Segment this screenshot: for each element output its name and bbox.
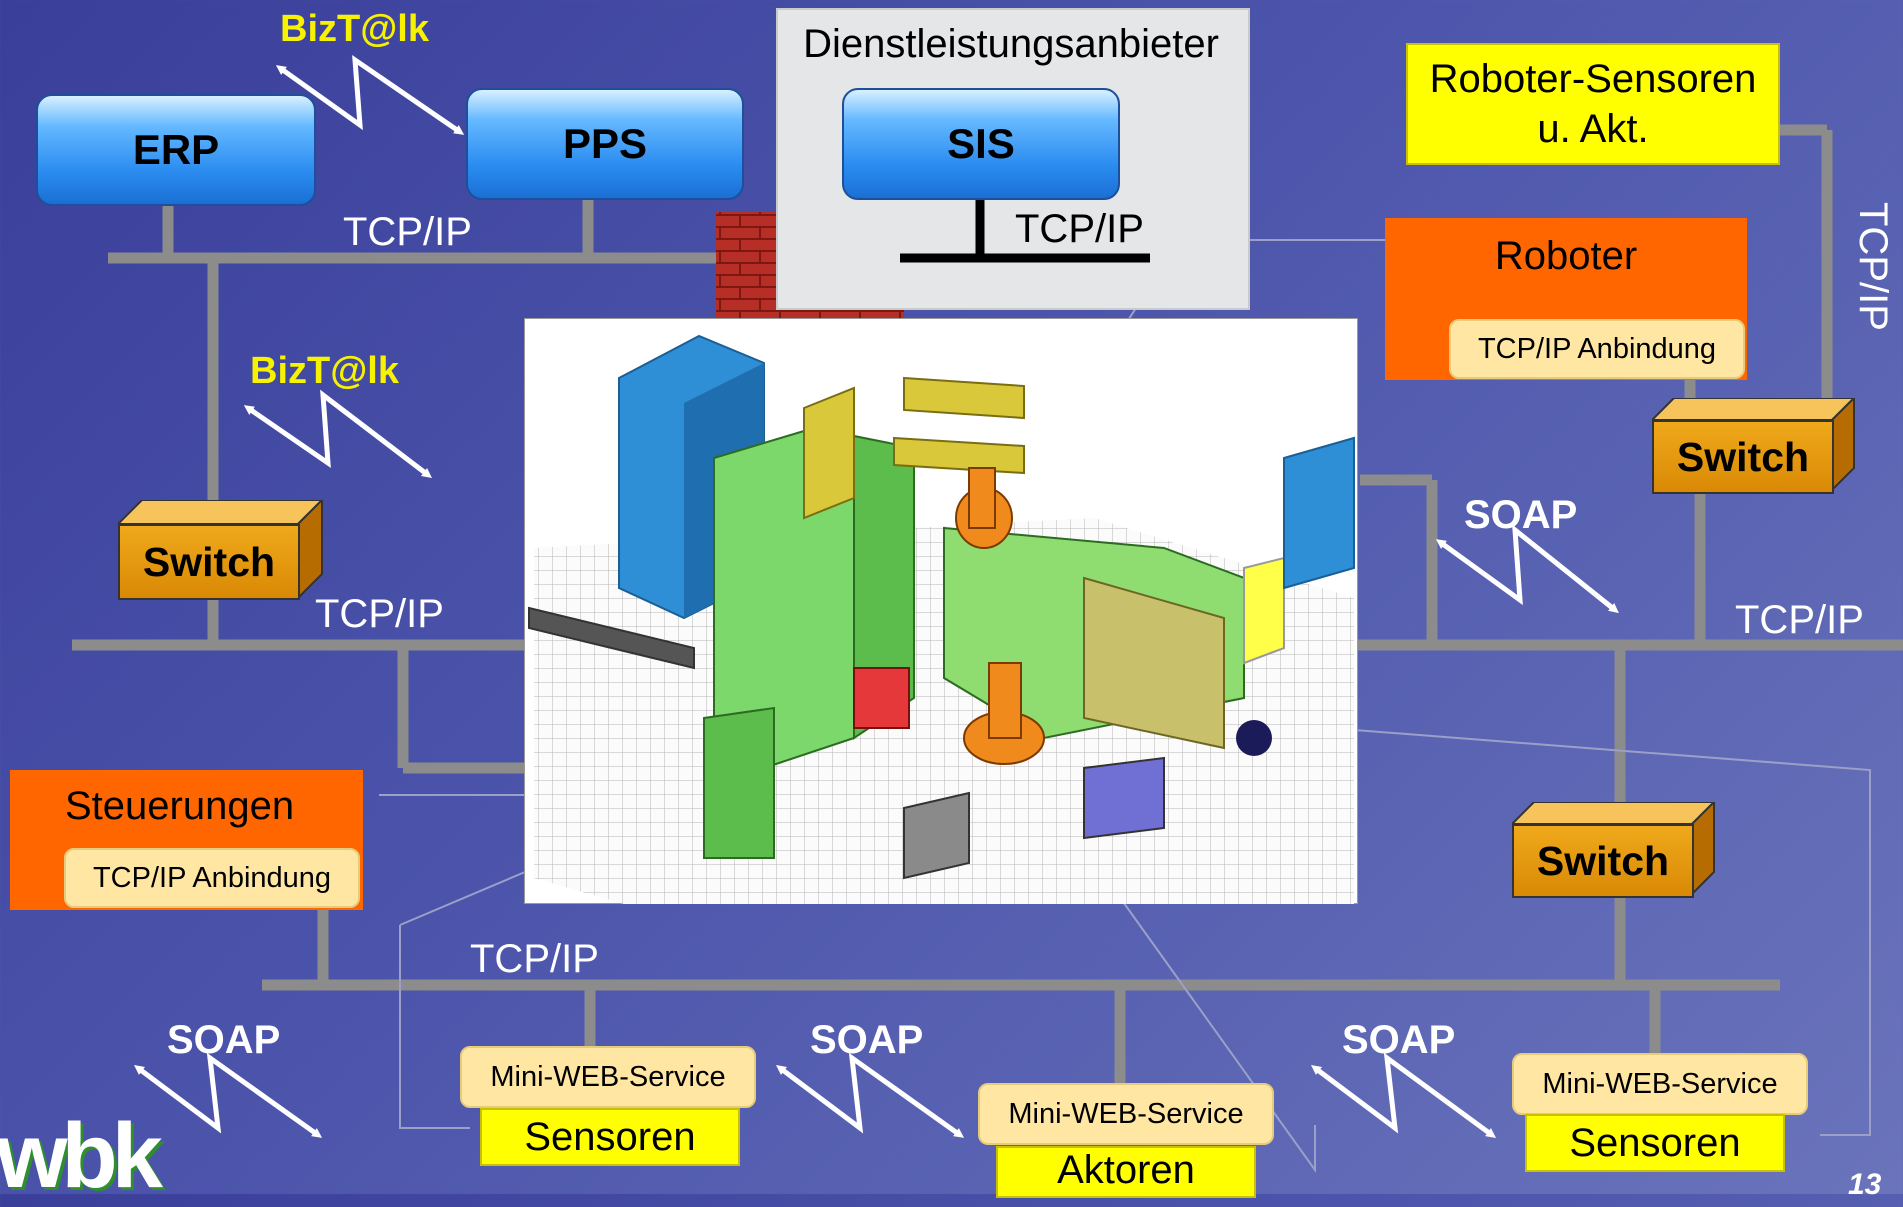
tcp-label-vertical: TCP/IP xyxy=(1851,202,1895,331)
controls-title: Steuerungen xyxy=(65,784,295,828)
sis-link xyxy=(900,195,1150,263)
controls-tcp-binding: TCP/IP Anbindung xyxy=(64,848,360,908)
robot-sensors-box[interactable]: Roboter-Sensoren u. Akt. xyxy=(1406,43,1780,165)
switch-top-right[interactable]: Switch xyxy=(1652,420,1834,494)
mini-web-service-3[interactable]: Mini-WEB-Service xyxy=(1512,1053,1808,1115)
pps-server[interactable]: PPS xyxy=(466,88,744,200)
soap-label-bottom-left: SOAP xyxy=(167,1018,281,1062)
switch-left[interactable]: Switch xyxy=(118,524,300,600)
erp-server[interactable]: ERP xyxy=(36,94,316,206)
switch-bottom-right[interactable]: Switch xyxy=(1512,824,1694,898)
robot-tcp-binding: TCP/IP Anbindung xyxy=(1449,319,1745,379)
sensors-box-1[interactable]: Sensoren xyxy=(480,1108,740,1166)
biztalk-label-mid: BizT@lk xyxy=(250,350,399,392)
tcp-label-bottom: TCP/IP xyxy=(470,937,599,981)
biztalk-label-top: BizT@lk xyxy=(280,8,429,50)
page-number: 13 xyxy=(1848,1168,1882,1201)
tcp-label-left: TCP/IP xyxy=(315,592,444,636)
robot-sensors-line1: Roboter-Sensoren xyxy=(1429,57,1757,101)
tcp-label-sis: TCP/IP xyxy=(1015,207,1144,251)
soap-label-right: SOAP xyxy=(1464,493,1578,537)
soap-label-bottom-right: SOAP xyxy=(1342,1018,1456,1062)
soap-label-bottom-mid: SOAP xyxy=(810,1018,924,1062)
production-cell-image xyxy=(524,318,1358,904)
mini-web-service-2[interactable]: Mini-WEB-Service xyxy=(978,1083,1274,1145)
wbk-logo: wbk xyxy=(0,1105,163,1207)
sis-server[interactable]: SIS xyxy=(842,88,1120,200)
actuators-box[interactable]: Aktoren xyxy=(996,1146,1256,1198)
sensors-box-2[interactable]: Sensoren xyxy=(1525,1114,1785,1172)
service-provider-title: Dienstleistungsanbieter xyxy=(803,22,1219,66)
tcp-label-right: TCP/IP xyxy=(1735,598,1864,642)
tcp-label-top: TCP/IP xyxy=(343,210,472,254)
robot-title: Roboter xyxy=(1494,234,1638,278)
mini-web-service-1[interactable]: Mini-WEB-Service xyxy=(460,1046,756,1108)
robot-sensors-line2: u. Akt. xyxy=(1537,107,1649,151)
